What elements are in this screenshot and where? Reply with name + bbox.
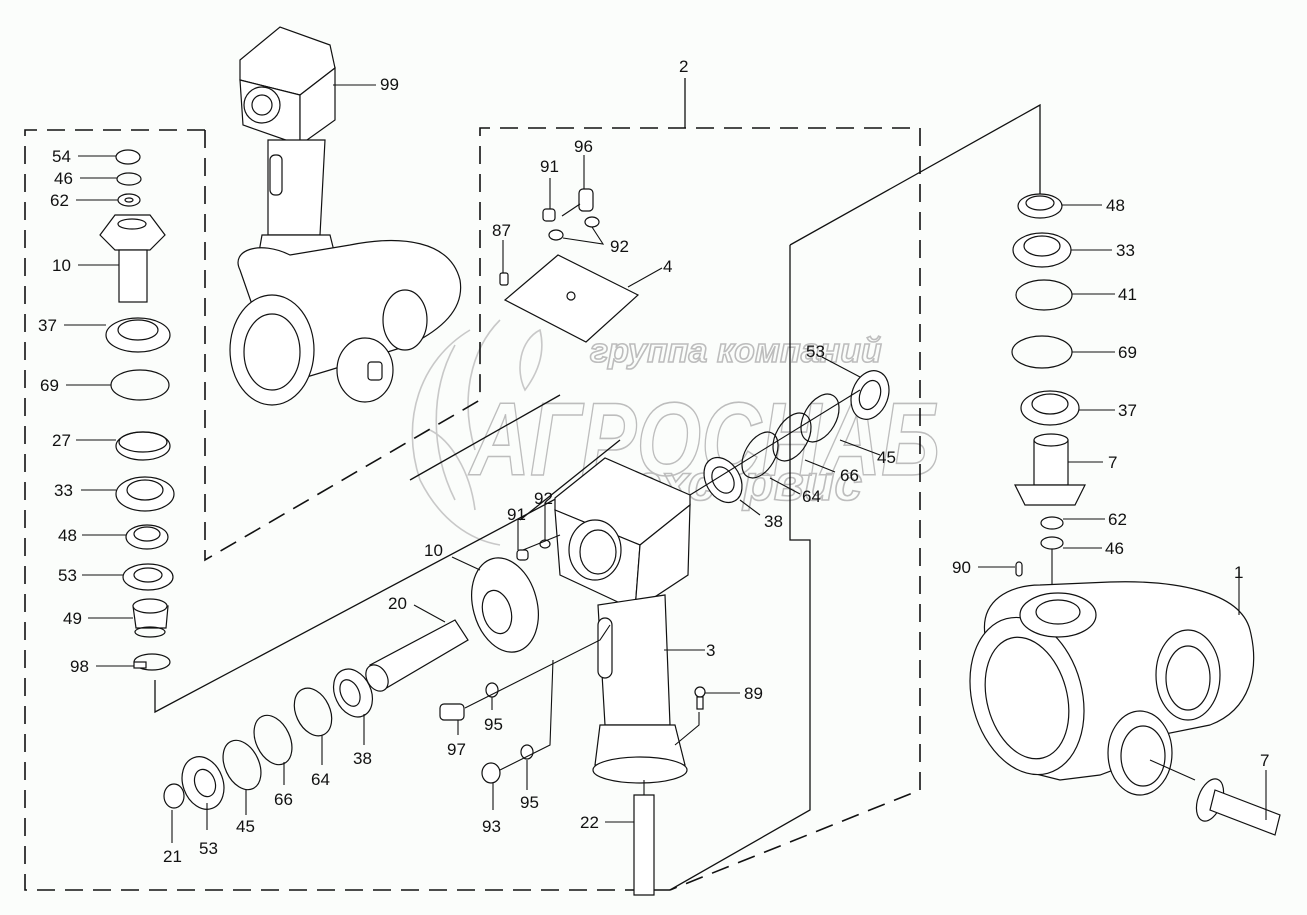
callout-89: 89 — [744, 684, 763, 703]
left-parts-column: 54 46 62 10 37 69 27 33 — [38, 147, 175, 676]
gear-housing-3: 3 89 22 91 92 10 20 97 95 — [365, 457, 763, 896]
callout-46b: 46 — [1105, 539, 1124, 558]
callout-21: 21 — [163, 847, 182, 866]
cover-plate-parts: 96 91 92 87 4 — [492, 137, 672, 343]
callout-10b: 10 — [424, 541, 443, 560]
callout-92a: 92 — [610, 237, 629, 256]
callout-64c: 64 — [311, 770, 330, 789]
callout-98: 98 — [70, 657, 89, 676]
callout-10a: 10 — [52, 256, 71, 275]
right-parts-column: 48 33 41 69 37 7 62 46 — [952, 193, 1137, 610]
callout-62a: 62 — [50, 191, 69, 210]
callout-33a: 33 — [54, 481, 73, 500]
callout-53b: 53 — [806, 342, 825, 361]
callout-7a: 7 — [1108, 453, 1117, 472]
callout-54: 54 — [52, 147, 71, 166]
callout-27: 27 — [52, 431, 71, 450]
callout-91a: 91 — [540, 157, 559, 176]
callout-64b: 64 — [802, 487, 821, 506]
center-ring-stack: 53 45 66 64 38 — [689, 342, 896, 531]
callout-53c: 53 — [199, 839, 218, 858]
callout-41: 41 — [1118, 285, 1137, 304]
assembly-outline-left — [24, 129, 670, 891]
callout-49: 49 — [63, 609, 82, 628]
callout-93: 93 — [482, 817, 501, 836]
main-housing-1: 1 7 — [969, 563, 1281, 836]
connector-lines — [154, 103, 1041, 891]
bottom-shaft-stack: 21 53 45 66 64 38 — [163, 668, 374, 866]
callout-45b: 45 — [877, 448, 896, 467]
callout-2: 2 — [679, 57, 688, 76]
callout-33b: 33 — [1116, 241, 1135, 260]
assembly-2-leader: 2 — [679, 57, 688, 128]
callout-95b: 95 — [520, 793, 539, 812]
callout-20: 20 — [388, 594, 407, 613]
callout-7b: 7 — [1260, 751, 1269, 770]
watermark-line1: группа компаний — [590, 332, 882, 370]
callout-69a: 69 — [40, 376, 59, 395]
callout-66c: 66 — [274, 790, 293, 809]
watermark-leaf-logo — [411, 319, 543, 546]
callout-48a: 48 — [58, 526, 77, 545]
callout-62b: 62 — [1108, 510, 1127, 529]
callout-45c: 45 — [236, 817, 255, 836]
callout-69b: 69 — [1118, 343, 1137, 362]
callout-1: 1 — [1234, 563, 1243, 582]
callout-37a: 37 — [38, 316, 57, 335]
callout-53a: 53 — [58, 566, 77, 585]
callout-48b: 48 — [1106, 196, 1125, 215]
callout-99: 99 — [380, 75, 399, 94]
callout-37b: 37 — [1118, 401, 1137, 420]
callout-4: 4 — [663, 257, 672, 276]
callout-22: 22 — [580, 813, 599, 832]
callout-90: 90 — [952, 558, 971, 577]
callout-38b: 38 — [764, 512, 783, 531]
callout-87: 87 — [492, 221, 511, 240]
callout-91b: 91 — [507, 505, 526, 524]
callout-95a: 95 — [484, 715, 503, 734]
assembly-outline-center — [479, 127, 921, 891]
callout-92b: 92 — [534, 489, 553, 508]
callout-97: 97 — [447, 740, 466, 759]
callout-3: 3 — [706, 641, 715, 660]
callout-66b: 66 — [840, 466, 859, 485]
gearbox-assembly-99: 99 — [229, 26, 462, 406]
callout-46a: 46 — [54, 169, 73, 188]
callout-38c: 38 — [353, 749, 372, 768]
callout-96: 96 — [574, 137, 593, 156]
